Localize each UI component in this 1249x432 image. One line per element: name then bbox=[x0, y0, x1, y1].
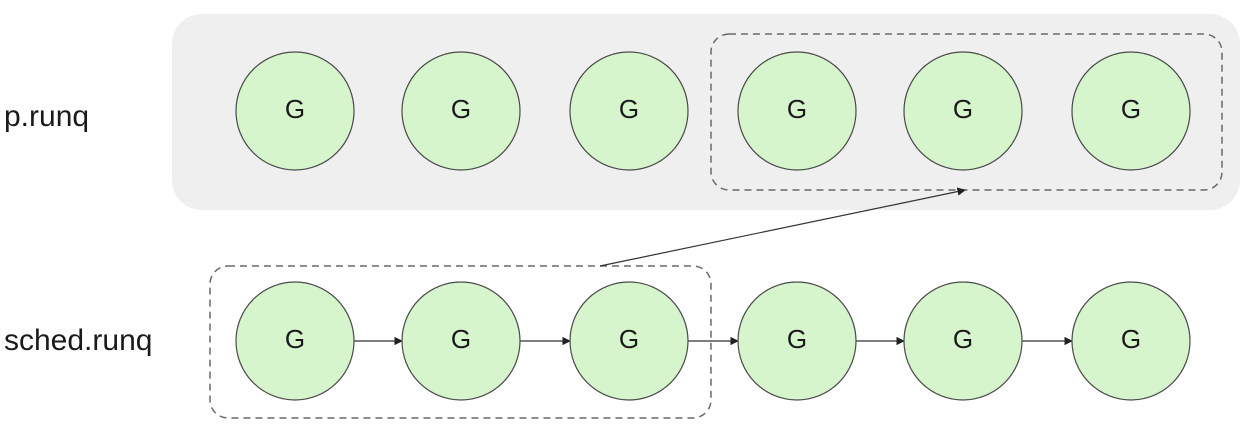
sched-runq-node-label: G bbox=[451, 324, 471, 354]
sched-runq-node-circle bbox=[235, 281, 355, 401]
p-runq-dashed-group bbox=[710, 33, 1223, 191]
p-runq-node-2: G bbox=[401, 51, 521, 171]
sched-runq-node-circle bbox=[903, 281, 1023, 401]
p-runq-node-circle bbox=[1071, 51, 1191, 171]
p-runq-node-label: G bbox=[619, 94, 639, 124]
sched-runq-node-4: G bbox=[737, 281, 857, 401]
p-runq-node-label: G bbox=[787, 94, 807, 124]
p-runq-node-label: G bbox=[953, 94, 973, 124]
p-runq-node-6: G bbox=[1071, 51, 1191, 171]
sched-runq-node-2: G bbox=[401, 281, 521, 401]
sched-runq-node-circle bbox=[569, 281, 689, 401]
sched-runq-node-label: G bbox=[619, 324, 639, 354]
p-runq-node-circle bbox=[569, 51, 689, 171]
sched-runq-node-circle bbox=[1071, 281, 1191, 401]
sched-runq-label: sched.runq bbox=[4, 324, 152, 357]
sched-runq-node-label: G bbox=[1121, 324, 1141, 354]
sched-runq-node-label: G bbox=[787, 324, 807, 354]
sched-runq-node-circle bbox=[401, 281, 521, 401]
sched-runq-node-label: G bbox=[285, 324, 305, 354]
p-runq-node-label: G bbox=[1121, 94, 1141, 124]
sched-runq-node-1: G bbox=[235, 281, 355, 401]
sched-runq-node-circle bbox=[737, 281, 857, 401]
sched-runq-dashed-group bbox=[209, 265, 712, 419]
transfer-arrow bbox=[599, 187, 966, 267]
p-runq-node-circle bbox=[737, 51, 857, 171]
p-runq-node-circle bbox=[235, 51, 355, 171]
p-runq-node-3: G bbox=[569, 51, 689, 171]
sched-runq-node-5: G bbox=[903, 281, 1023, 401]
p-runq-node-5: G bbox=[903, 51, 1023, 171]
sched-runq-node-3: G bbox=[569, 281, 689, 401]
p-runq-node-circle bbox=[401, 51, 521, 171]
p-runq-node-label: G bbox=[451, 94, 471, 124]
sched-runq-node-6: G bbox=[1071, 281, 1191, 401]
p-runq-node-4: G bbox=[737, 51, 857, 171]
p-runq-label: p.runq bbox=[4, 100, 89, 133]
p-runq-node-circle bbox=[903, 51, 1023, 171]
p-runq-node-label: G bbox=[285, 94, 305, 124]
sched-runq-node-label: G bbox=[953, 324, 973, 354]
p-runq-node-1: G bbox=[235, 51, 355, 171]
